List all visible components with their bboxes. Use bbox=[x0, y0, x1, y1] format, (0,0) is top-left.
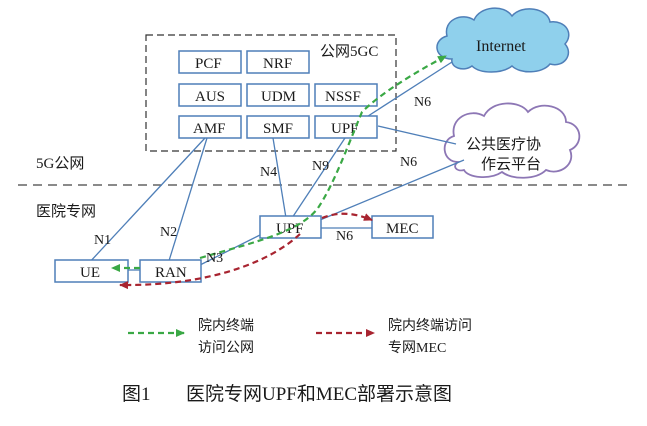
legend-red-text-line1: 院内终端访问 bbox=[388, 318, 472, 334]
node-mec: MEC bbox=[371, 215, 434, 239]
link-upf-core-upf-edge bbox=[291, 137, 346, 219]
legend-green-text-line2: 访问公网 bbox=[198, 340, 254, 356]
red-path-to-mec bbox=[321, 212, 373, 222]
interface-n6-internet: N6 bbox=[414, 95, 431, 110]
node-udm: UDM bbox=[246, 83, 310, 107]
link-amf-ue bbox=[87, 137, 206, 265]
green-path-public-access bbox=[199, 55, 447, 260]
node-pcf-label: PCF bbox=[195, 56, 222, 72]
link-amf-ran bbox=[167, 137, 208, 265]
node-nssf: NSSF bbox=[314, 83, 378, 107]
interface-n3: N3 bbox=[206, 251, 223, 266]
internet-label: Internet bbox=[476, 38, 526, 55]
link-upf-core-internet bbox=[364, 61, 453, 119]
link-upf-edge-platform bbox=[319, 159, 465, 221]
node-nssf-label: NSSF bbox=[325, 89, 361, 105]
node-aus: AUS bbox=[178, 83, 242, 107]
node-pcf: PCF bbox=[178, 50, 242, 74]
node-udm-label: UDM bbox=[261, 89, 296, 105]
legend: 院内终端 访问公网 院内终端访问 专网MEC bbox=[128, 318, 472, 356]
interface-n9: N9 bbox=[312, 159, 329, 174]
interface-n6-mec: N6 bbox=[336, 229, 353, 244]
link-upf-core-platform bbox=[377, 125, 457, 145]
internet-cloud: Internet bbox=[436, 7, 570, 73]
legend-green-text-line1: 院内终端 bbox=[198, 318, 254, 334]
node-ran-label: RAN bbox=[155, 265, 187, 281]
node-aus-label: AUS bbox=[195, 89, 225, 105]
interface-n2: N2 bbox=[160, 225, 177, 240]
node-mec-label: MEC bbox=[386, 221, 419, 237]
node-nrf-label: NRF bbox=[263, 56, 292, 72]
node-smf-label: SMF bbox=[263, 121, 293, 137]
node-amf-label: AMF bbox=[193, 121, 226, 137]
interface-n4: N4 bbox=[260, 165, 277, 180]
zone-label-public: 5G公网 bbox=[36, 156, 84, 172]
node-ran: RAN bbox=[139, 259, 202, 283]
core-network-box bbox=[145, 34, 397, 152]
interface-n6-platform: N6 bbox=[400, 155, 417, 170]
node-upf-edge: UPF bbox=[259, 215, 322, 239]
platform-label-line2: 作云平台 bbox=[481, 156, 541, 173]
zone-label-private: 医院专网 bbox=[36, 202, 96, 220]
figure-number: 图1 bbox=[122, 384, 151, 405]
node-upf-core: UPF bbox=[314, 115, 378, 139]
node-ue-label: UE bbox=[80, 265, 100, 281]
node-amf: AMF bbox=[178, 115, 242, 139]
core-box-label: 公网5GC bbox=[320, 44, 378, 60]
interface-n1: N1 bbox=[94, 233, 111, 248]
medical-cloud-platform: 公共医疗协 作云平台 bbox=[443, 102, 581, 179]
red-path-to-ue bbox=[119, 233, 301, 290]
node-nrf: NRF bbox=[246, 50, 310, 74]
legend-red-text-line2: 专网MEC bbox=[388, 340, 446, 356]
link-smf-upf-edge bbox=[272, 137, 287, 219]
figure-title: 医院专网UPF和MEC部署示意图 bbox=[186, 383, 452, 405]
platform-label-line1: 公共医疗协 bbox=[466, 136, 541, 153]
node-upf-core-label: UPF bbox=[331, 121, 359, 137]
node-smf: SMF bbox=[246, 115, 310, 139]
node-ue: UE bbox=[54, 259, 129, 283]
